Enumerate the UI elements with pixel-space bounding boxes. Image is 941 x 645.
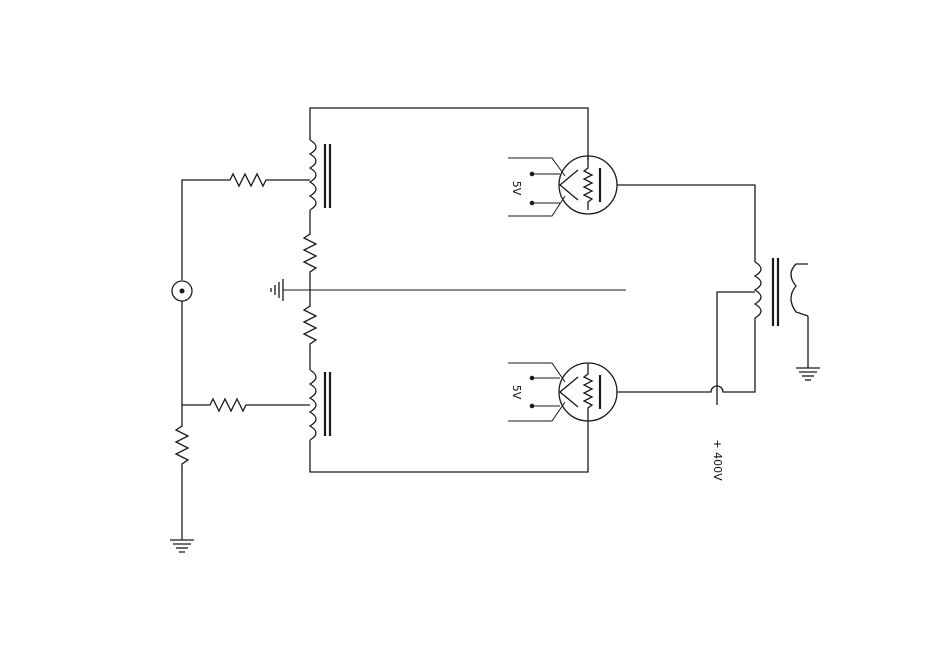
top-filament-lead-b <box>508 195 566 217</box>
bottom-plate-wire <box>617 322 756 393</box>
bottom-tube-grid <box>582 363 594 421</box>
output-transformer-primary <box>753 261 762 322</box>
top-filament-terminal-b <box>529 200 535 206</box>
input-top-wire <box>181 179 226 280</box>
bottom-filament-voltage-label: 5V <box>510 385 523 400</box>
ground-symbol-left <box>170 539 194 553</box>
supply-voltage-label: + 400V <box>711 439 724 481</box>
output-transformer-secondary <box>790 263 809 317</box>
ground-symbol-center <box>270 279 284 301</box>
top-tube-grid <box>582 156 594 210</box>
input-network <box>170 172 310 553</box>
top-filament-voltage-label: 5V <box>510 181 523 196</box>
output-transformer-core <box>771 258 780 326</box>
top-input-transformer-coil <box>308 139 317 211</box>
center-resistor-top <box>302 230 318 280</box>
bottom-transformer-core <box>323 372 332 436</box>
bottom-input-transformer-coil <box>308 369 317 441</box>
bottom-filament-lead-b <box>508 401 566 422</box>
top-transformer-core <box>323 144 332 208</box>
shunt-resistor <box>174 422 190 470</box>
center-tap-wire <box>716 291 755 405</box>
bottom-filament-terminal-a <box>529 375 535 381</box>
bottom-filament-lead-a <box>508 362 566 383</box>
top-tube-filament <box>558 169 579 201</box>
bottom-tube: 5V <box>508 322 756 422</box>
coax-input-connector <box>171 280 193 302</box>
top-filament-terminal-a <box>529 171 535 177</box>
top-rail-wire <box>309 107 589 160</box>
input-resistor-bottom <box>206 397 250 413</box>
bottom-rail-wire <box>309 420 589 473</box>
top-tube: 5V <box>508 155 756 262</box>
grid-drive-network <box>270 107 626 473</box>
top-filament-lead-a <box>508 157 566 177</box>
bottom-filament-terminal-b <box>529 403 535 409</box>
input-resistor-top <box>226 172 270 188</box>
input-bottom-wire <box>181 301 206 406</box>
output-transformer: + 400V <box>711 258 820 481</box>
top-plate-wire <box>617 184 756 262</box>
ground-symbol-right <box>796 367 820 381</box>
center-resistor-bottom <box>302 300 318 350</box>
bottom-tube-filament <box>558 376 579 408</box>
